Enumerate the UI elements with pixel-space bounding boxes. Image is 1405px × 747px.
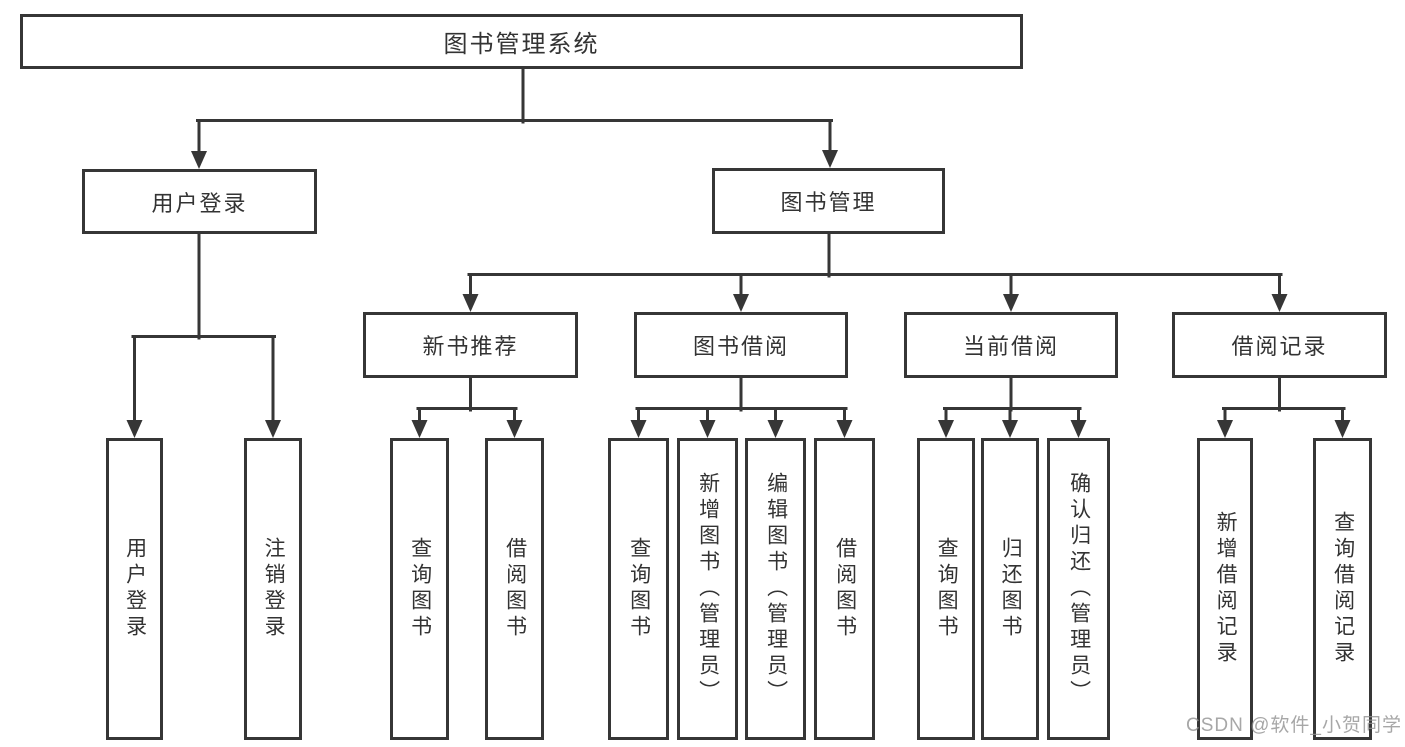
leaf-logout: 注销登录 [244,438,302,740]
leaf-edit-book-admin: 编辑图书（管理员） [745,438,806,740]
csdn-watermark: CSDN @软件_小贺同学 [1186,715,1402,736]
leaf-query-borrowing-record: 查询借阅记录 [1313,438,1372,740]
leaf-return-books: 归还图书 [981,438,1039,740]
node-borrowing-records: 借阅记录 [1172,312,1387,378]
node-new-book-recommendation: 新书推荐 [363,312,578,378]
node-current-borrowing: 当前借阅 [904,312,1118,378]
leaf-query-books-borrowing: 查询图书 [608,438,669,740]
leaf-query-books-recommend: 查询图书 [390,438,449,740]
leaf-borrow-books-borrowing: 借阅图书 [814,438,875,740]
leaf-user-login: 用户登录 [106,438,163,740]
node-user-login: 用户登录 [82,169,317,234]
node-book-management: 图书管理 [712,168,945,234]
leaf-confirm-return-admin: 确认归还（管理员） [1047,438,1110,740]
leaf-add-borrowing-record: 新增借阅记录 [1197,438,1253,740]
leaf-borrow-books-recommend: 借阅图书 [485,438,544,740]
leaf-query-books-current: 查询图书 [917,438,975,740]
arrowheads [126,150,1351,438]
leaf-add-book-admin: 新增图书（管理员） [677,438,738,740]
node-book-borrowing: 图书借阅 [634,312,848,378]
node-root-library-management-system: 图书管理系统 [20,14,1023,69]
